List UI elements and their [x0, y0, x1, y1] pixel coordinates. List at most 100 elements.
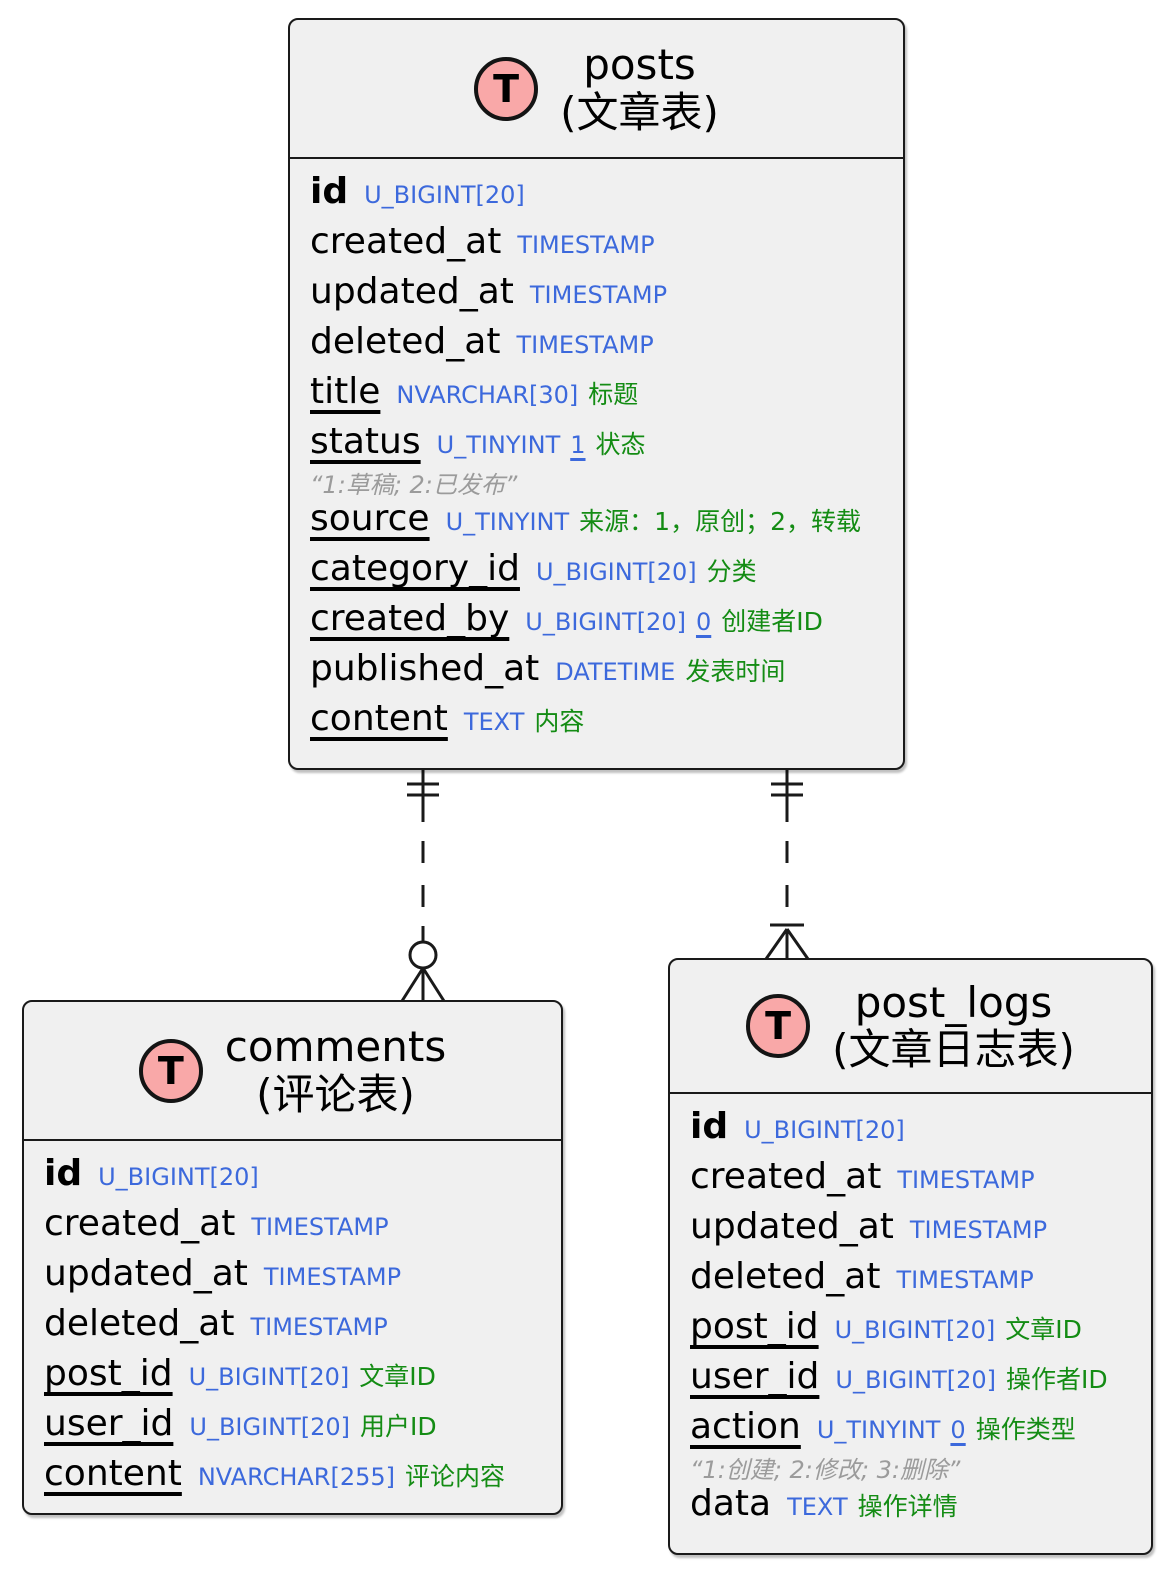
field-note: 状态 [595, 430, 646, 459]
field-note: 评论内容 [405, 1462, 506, 1491]
field-type: U_BIGINT[20] [364, 181, 525, 209]
field-name: category_id [310, 548, 520, 589]
field-created_at[interactable]: created_at TIMESTAMP [44, 1203, 547, 1253]
field-type: TIMESTAMP [251, 1213, 389, 1241]
field-name: post_id [44, 1353, 173, 1394]
relationship-posts-post-logs [764, 770, 810, 960]
field-type: U_BIGINT[20] [98, 1163, 259, 1191]
field-id[interactable]: id U_BIGINT[20] [44, 1153, 547, 1203]
field-type: TIMESTAMP [896, 1266, 1034, 1294]
table-posts-header[interactable]: T posts (文章表) [290, 20, 903, 159]
field-note: 内容 [534, 707, 585, 736]
field-content[interactable]: content TEXT 内容 [310, 698, 889, 748]
field-status[interactable]: status U_TINYINT 1 状态 [310, 421, 889, 471]
table-icon: T [746, 994, 811, 1058]
field-type: DATETIME [555, 658, 676, 686]
field-note: 来源：1，原创；2，转载 [579, 507, 861, 536]
cardinality-many-crowfoot-icon [764, 928, 810, 960]
field-comment: “1:草稿; 2:已发布” [310, 471, 518, 499]
field-name: created_at [690, 1156, 882, 1197]
field-type: NVARCHAR[30] [396, 381, 579, 409]
field-deleted_at[interactable]: deleted_at TIMESTAMP [690, 1256, 1137, 1306]
field-type: TIMESTAMP [516, 331, 654, 359]
field-category_id[interactable]: category_id U_BIGINT[20] 分类 [310, 548, 889, 598]
field-name: post_id [690, 1306, 819, 1347]
field-name: created_at [44, 1203, 236, 1244]
field-note: 文章ID [1005, 1315, 1082, 1344]
table-post-logs-header[interactable]: T post_logs (文章日志表) [670, 960, 1151, 1094]
field-type: U_BIGINT[20] [525, 608, 686, 636]
table-name-cn: (文章日志表) [832, 1025, 1075, 1074]
field-post_id[interactable]: post_id U_BIGINT[20] 文章ID [690, 1306, 1137, 1356]
field-default-value: 1 [570, 431, 586, 459]
field-note: 分类 [706, 557, 757, 586]
field-name: updated_at [44, 1253, 248, 1294]
field-created_by[interactable]: created_by U_BIGINT[20] 0 创建者ID [310, 598, 889, 648]
field-note: 文章ID [359, 1362, 436, 1391]
field-updated_at[interactable]: updated_at TIMESTAMP [44, 1253, 547, 1303]
table-icon-letter: T [157, 1048, 184, 1093]
field-type: TIMESTAMP [909, 1216, 1048, 1244]
field-type: TIMESTAMP [529, 281, 668, 309]
table-icon: T [138, 1038, 203, 1103]
field-published_at[interactable]: published_at DATETIME 发表时间 [310, 648, 889, 698]
field-name: status [310, 421, 421, 462]
field-type: TIMESTAMP [250, 1313, 388, 1341]
field-name: action [690, 1406, 801, 1447]
field-name: user_id [44, 1403, 174, 1444]
field-type: U_TINYINT [445, 508, 570, 536]
table-icon-letter: T [493, 66, 520, 111]
field-name: created_by [310, 598, 510, 639]
field-name: id [44, 1153, 83, 1194]
field-name: content [310, 698, 448, 739]
field-post_id[interactable]: post_id U_BIGINT[20] 文章ID [44, 1353, 547, 1403]
field-type: U_BIGINT[20] [535, 558, 697, 586]
field-name: user_id [690, 1356, 820, 1397]
field-note: 发表时间 [685, 657, 786, 686]
field-type: U_TINYINT [816, 1416, 941, 1444]
field-source[interactable]: source U_TINYINT 来源：1，原创；2，转载 [310, 498, 889, 548]
field-type: TIMESTAMP [263, 1263, 402, 1291]
field-type: TIMESTAMP [897, 1166, 1035, 1194]
field-default-value: 0 [695, 608, 712, 636]
field-type: TEXT [787, 1493, 848, 1521]
field-type: TEXT [463, 708, 525, 736]
table-comments-header[interactable]: T comments (评论表) [24, 1002, 561, 1141]
field-name: deleted_at [310, 321, 501, 362]
field-note: 标题 [588, 380, 639, 409]
field-name: data [690, 1483, 772, 1524]
field-default-value: 0 [950, 1416, 966, 1444]
field-type: U_TINYINT [436, 431, 561, 459]
cardinality-many-crowfoot-icon [400, 967, 446, 1002]
field-name: id [690, 1106, 729, 1147]
field-name: published_at [310, 648, 540, 689]
field-type: U_BIGINT[20] [188, 1363, 350, 1391]
field-type: U_BIGINT[20] [835, 1366, 997, 1394]
field-comment: “1:创建; 2:修改; 3:删除” [690, 1456, 961, 1484]
cardinality-zero-circle-icon [408, 940, 438, 970]
field-created_at[interactable]: created_at TIMESTAMP [690, 1156, 1137, 1206]
field-name: source [310, 498, 430, 539]
field-deleted_at[interactable]: deleted_at TIMESTAMP [310, 321, 889, 371]
field-type: U_BIGINT[20] [834, 1316, 996, 1344]
field-note: 创建者ID [721, 607, 823, 636]
table-name: posts [583, 40, 696, 90]
field-name: deleted_at [690, 1256, 881, 1297]
